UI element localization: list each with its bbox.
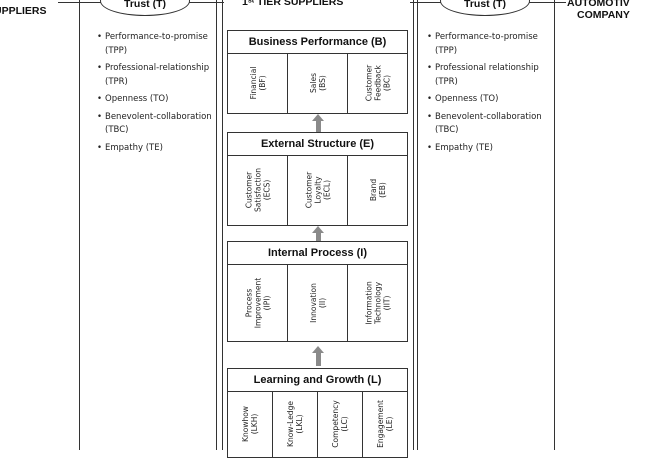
internal-process-title: Internal Process (I) <box>228 242 407 265</box>
list-item: •Benevolent-collaboration (TBC) <box>427 111 542 136</box>
cell-engagement: Engagement (LE) <box>376 400 394 449</box>
cell-knowledge: Know-Ledge (LKL) <box>273 392 318 457</box>
cell-brand: Brand (EB) <box>368 179 387 202</box>
list-item: •Performance-to-promise (TPP) <box>427 32 538 56</box>
cell-customer-feedback: Customer Feedback (BC) <box>364 65 391 102</box>
up-arrow-icon <box>312 346 324 366</box>
connector-line-right <box>528 2 566 3</box>
right-trust-title: Trust (T) <box>464 0 506 10</box>
cell-customer-satisfaction: Customer Satisfaction (ECS) <box>228 156 288 225</box>
cell-sales: Sales (BS) <box>288 54 348 113</box>
business-performance-section: Business Performance (B) Financial (BF) … <box>227 30 408 114</box>
company-caption-line2: COMPANY <box>577 9 630 21</box>
learning-growth-title: Learning and Growth (L) <box>228 369 407 392</box>
left-trust-column <box>79 0 217 450</box>
business-performance-title: Business Performance (B) <box>228 31 407 54</box>
external-structure-section: External Structure (E) Customer Satisfac… <box>227 132 408 226</box>
external-structure-title: External Structure (E) <box>228 133 407 156</box>
list-item: •Empathy (TE) <box>97 142 163 153</box>
list-item: •Professional relationship (TPR) <box>427 63 539 87</box>
right-trust-column <box>417 0 555 450</box>
cell-financial: Financial (BF) <box>228 54 288 113</box>
cell-innovation: Innovation (II) <box>288 265 348 341</box>
suppliers-caption: UPPLIERS <box>0 5 47 17</box>
connector-line-left <box>58 2 102 3</box>
learning-growth-section: Learning and Growth (L) Knowhow (LKH) Kn… <box>227 368 408 458</box>
right-trust-list: •Performance-to-promise (TPP) •Professio… <box>427 31 555 159</box>
cell-competency: Competency (LC) <box>318 392 363 457</box>
cell-customer-loyalty: Customer Loyalty (ECL) <box>288 156 348 225</box>
connector-line-left-inner <box>188 2 224 3</box>
tier-suppliers-caption: 1ˢᵗ TIER SUPPLIERS <box>242 0 344 8</box>
cell-information-technology: Information Technology (IIT) <box>364 281 391 325</box>
internal-process-section: Internal Process (I) Process Improvement… <box>227 241 408 342</box>
up-arrow-icon <box>312 114 324 132</box>
left-trust-list: •Performance-to-promise (TPP) •Professio… <box>97 31 225 159</box>
list-item: •Performance-to-promise (TPP) <box>97 32 208 56</box>
connector-line-right-inner <box>410 2 442 3</box>
list-item: •Empathy (TE) <box>427 142 493 153</box>
list-item: •Openness (TO) <box>97 94 169 104</box>
list-item: •Professional-relationship (TPR) <box>97 63 210 87</box>
list-item: •Benevolent-collaboration (TBC) <box>97 111 212 136</box>
center-column <box>222 0 414 450</box>
list-item: •Openness (TO) <box>427 94 499 104</box>
cell-knowhow: Knowhow (LKH) <box>228 392 273 457</box>
cell-process-improvement: Process Improvement (IPI) <box>228 265 288 341</box>
left-trust-title: Trust (T) <box>124 0 166 10</box>
up-arrow-icon <box>312 226 324 241</box>
company-caption-line1: AUTOMOTIV <box>567 0 630 9</box>
